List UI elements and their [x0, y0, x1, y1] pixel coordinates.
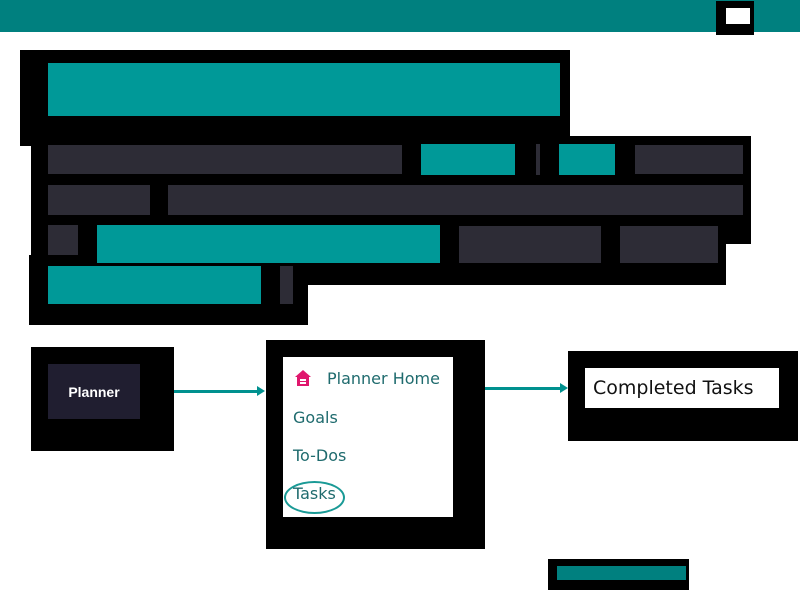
redacted-text-block	[536, 144, 540, 175]
arrow-line	[485, 387, 561, 390]
redacted-text-block	[280, 266, 293, 304]
redacted-link-block[interactable]	[97, 225, 440, 263]
redacted-text-block	[48, 185, 150, 215]
redacted-link-block[interactable]	[48, 266, 261, 304]
tasks-highlight-circle	[284, 481, 345, 514]
redacted-link-block[interactable]	[559, 144, 615, 175]
completed-tasks-label[interactable]: Completed Tasks	[585, 368, 779, 408]
arrow-head-icon	[257, 386, 265, 396]
redacted-text-block	[48, 225, 78, 255]
redacted-text-block	[620, 226, 718, 263]
redacted-text-block	[48, 145, 402, 174]
arrow-head-icon	[560, 383, 568, 393]
top-bar-button-face[interactable]	[726, 8, 750, 24]
banner-title-block	[48, 63, 560, 116]
redacted-text-block	[459, 226, 601, 263]
arrow-line	[174, 390, 258, 393]
menu-item-goals[interactable]: Goals	[293, 408, 338, 427]
bottom-button[interactable]	[557, 566, 686, 580]
menu-item-to-dos[interactable]: To-Dos	[293, 446, 347, 465]
redacted-text-block	[168, 185, 743, 215]
planner-button[interactable]: Planner	[48, 364, 140, 419]
top-bar	[0, 0, 800, 32]
redacted-text-block	[635, 145, 743, 174]
home-icon	[295, 370, 311, 386]
menu-item-planner-home[interactable]: Planner Home	[327, 369, 440, 388]
redacted-link-block[interactable]	[421, 144, 515, 175]
